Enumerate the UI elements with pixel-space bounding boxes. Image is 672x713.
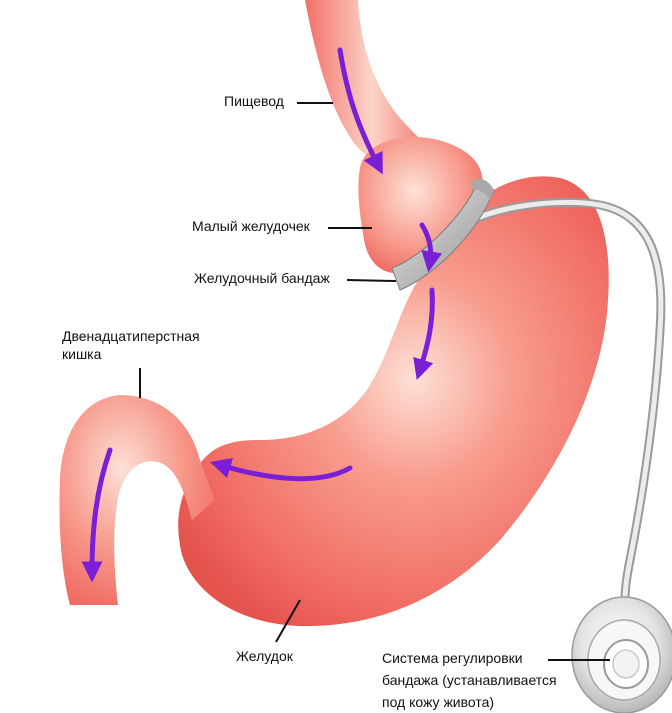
label-duodenum-line2: кишка: [62, 346, 101, 363]
label-stomach: Желудок: [236, 648, 293, 665]
label-duodenum-line1: Двенадцатиперстная: [62, 328, 200, 345]
label-gastric-band: Желудочный бандаж: [194, 270, 330, 287]
adjustment-port: [572, 597, 672, 713]
label-port-line3: под кожу живота): [382, 694, 494, 711]
label-esophagus: Пищевод: [224, 93, 284, 110]
leader-gastric-band: [347, 280, 396, 281]
label-port-line2: бандажа (устанавливается: [382, 672, 557, 689]
label-port-line1: Система регулировки: [382, 650, 523, 667]
label-small-pouch: Малый желудочек: [192, 218, 310, 235]
